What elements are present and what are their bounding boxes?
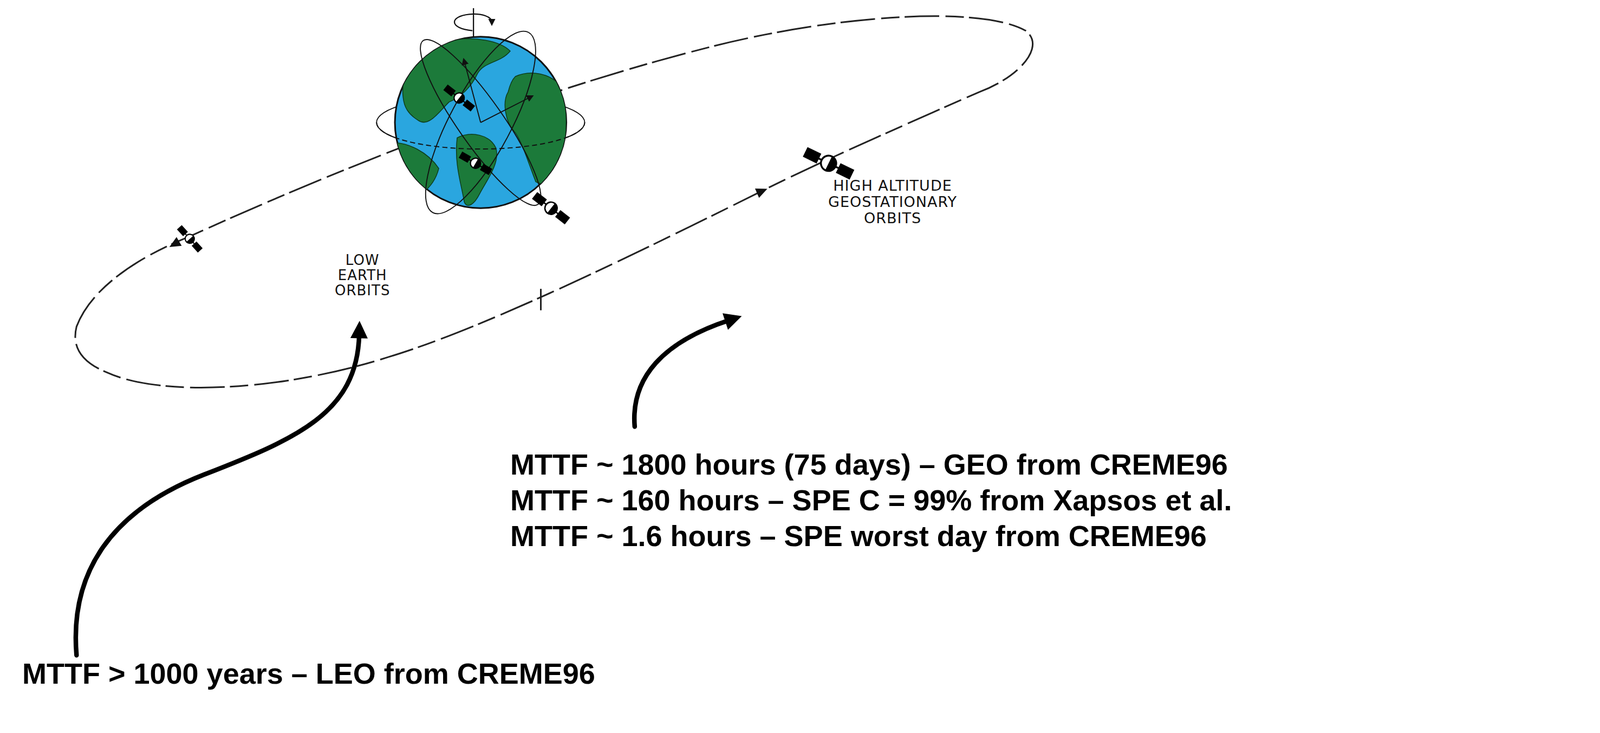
satellite	[801, 145, 856, 182]
equator-orbit	[376, 122, 585, 149]
orbit-arrow	[166, 236, 182, 252]
geo-orbit	[75, 16, 1033, 388]
pointer-arrow	[634, 320, 729, 427]
continents	[387, 38, 567, 206]
continent	[456, 134, 497, 206]
continent	[387, 142, 439, 200]
illustration-group	[75, 8, 1033, 655]
leo-orbit	[404, 27, 557, 218]
orbit-tick	[540, 288, 542, 311]
orbit-pointer	[480, 96, 531, 123]
mttf-note: MTTF > 1000 years – LEO from CREME96	[22, 656, 596, 691]
orbit-pointer	[464, 61, 481, 123]
satellite	[442, 83, 477, 113]
satellite	[530, 190, 571, 226]
continent	[504, 73, 567, 184]
orbit-label: HIGH ALTITUDE GEOSTATIONARY ORBITS	[828, 177, 958, 227]
orbit-arrow	[755, 184, 770, 198]
satellite	[457, 150, 493, 177]
mttf-note: MTTF ~ 1800 hours (75 days) – GEO from C…	[510, 447, 1228, 481]
mttf-note: MTTF ~ 160 hours – SPE C = 99% from Xaps…	[510, 483, 1232, 517]
satellite	[176, 224, 204, 254]
leo-orbit	[405, 17, 556, 227]
orbit-label: LOW EARTH ORBITS	[334, 252, 390, 298]
spin-axis	[472, 8, 474, 37]
mttf-note: MTTF ~ 1.6 hours – SPE worst day from CR…	[510, 518, 1207, 553]
continent	[402, 38, 511, 123]
pointer-arrow	[75, 334, 360, 656]
